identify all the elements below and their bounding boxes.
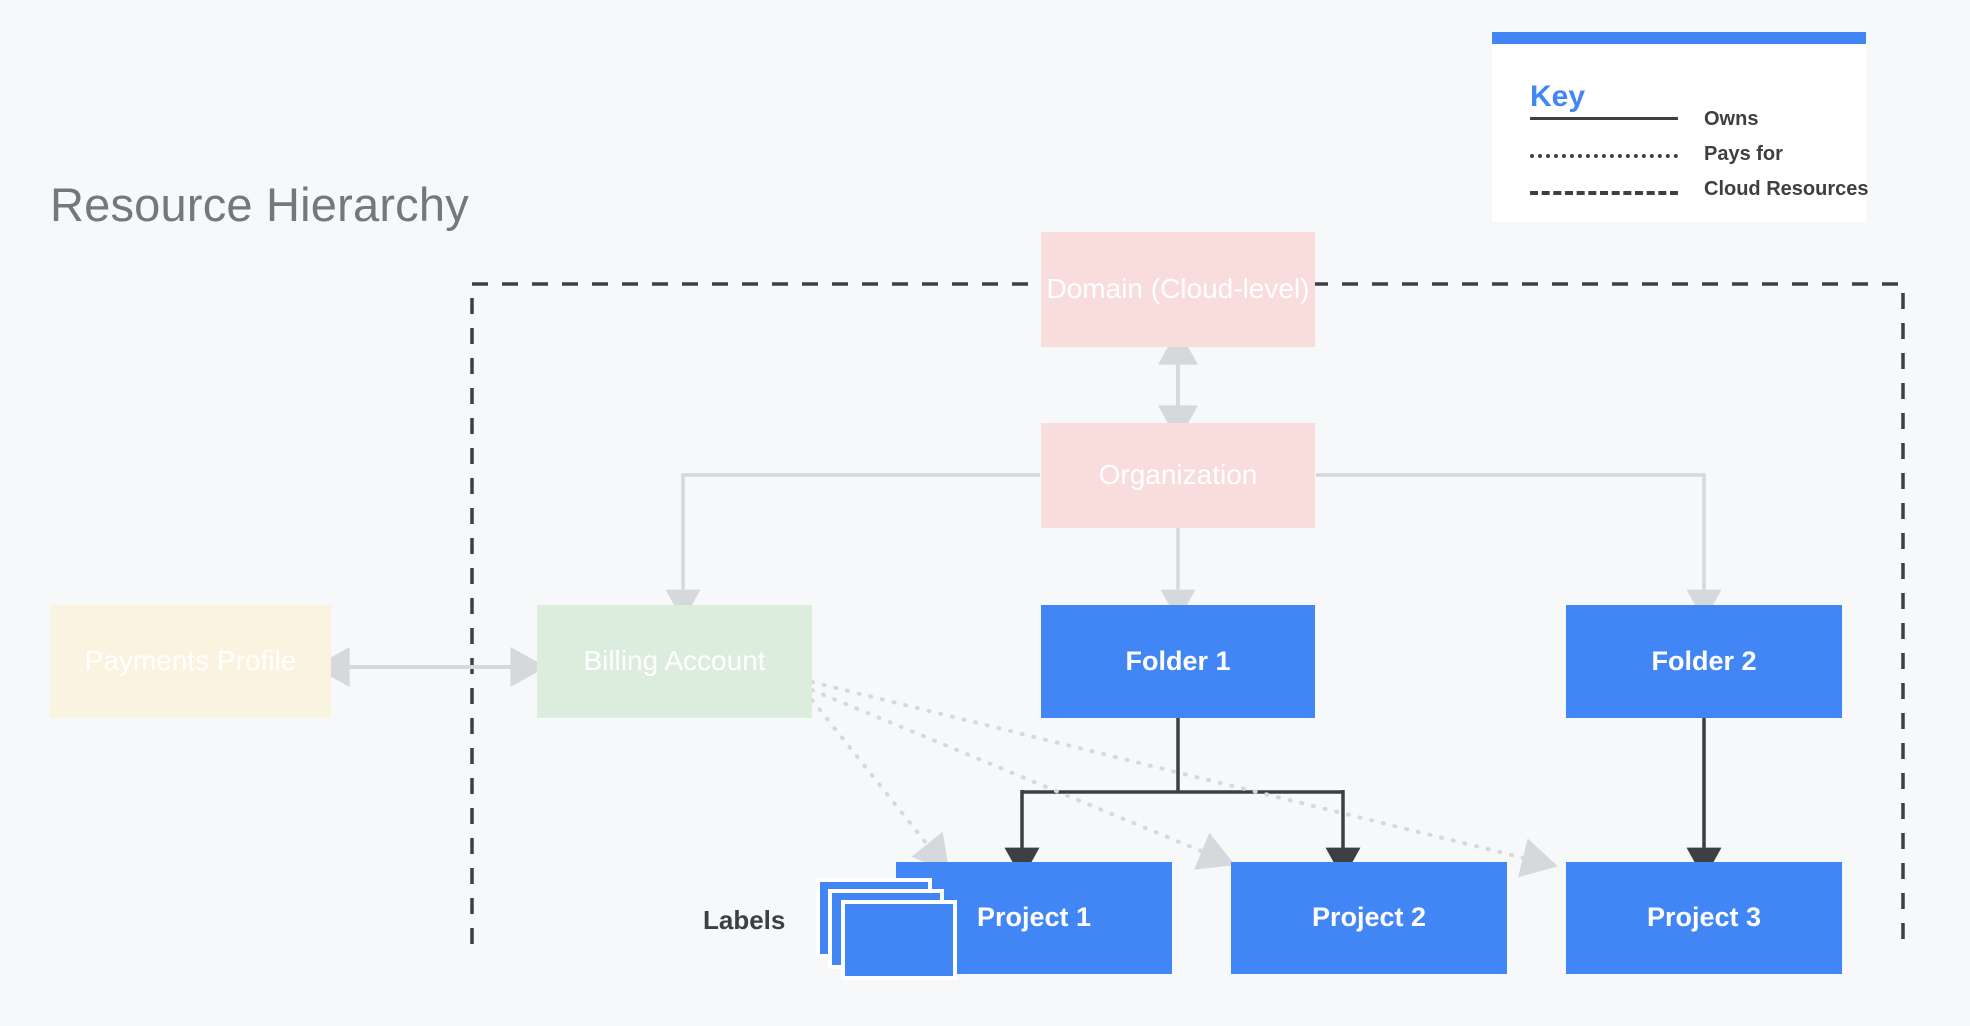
legend-sample-owns — [1530, 117, 1678, 120]
node-payments-profile-label: Payments Profile — [84, 645, 297, 677]
node-folder-1-label: Folder 1 — [1125, 645, 1231, 676]
node-project-2-label: Project 2 — [1311, 902, 1427, 933]
legend-heading: Key — [1530, 80, 1586, 113]
node-folder-2-label: Folder 2 — [1651, 645, 1757, 676]
legend-panel: Key Owns Pays for Cloud Resources — [1492, 32, 1868, 222]
node-domain-label: Domain (Cloud-level) — [1046, 273, 1310, 305]
edge-organization-folder2 — [1316, 473, 1722, 622]
legend-sample-pays-for — [1530, 154, 1678, 158]
edge-billing-project1 — [810, 698, 950, 873]
edge-organization-billing — [665, 473, 1040, 622]
edge-folder1-projects — [1004, 718, 1361, 880]
node-domain[interactable]: Domain (Cloud-level) — [1041, 232, 1315, 347]
page-title: Resource Hierarchy — [50, 178, 469, 231]
node-billing-account-label: Billing Account — [583, 645, 766, 677]
labels-stack-icon[interactable] — [816, 878, 957, 988]
node-project-3-label: Project 3 — [1646, 902, 1762, 933]
legend-label-pays-for: Pays for — [1704, 143, 1783, 165]
node-organization[interactable]: Organization — [1041, 423, 1315, 528]
node-payments-profile[interactable]: Payments Profile — [50, 605, 331, 718]
labels-annotation-text: Labels — [703, 905, 786, 935]
node-project-3[interactable]: Project 3 — [1566, 862, 1842, 974]
node-billing-account[interactable]: Billing Account — [537, 605, 812, 718]
node-folder-1[interactable]: Folder 1 — [1041, 605, 1315, 718]
legend-label-owns: Owns — [1704, 108, 1759, 130]
legend-label-cloud-resources: Cloud Resources — [1704, 178, 1869, 200]
node-project-1-label: Project 1 — [976, 902, 1092, 933]
legend-accent-bar — [1492, 32, 1866, 44]
label-card-front — [841, 900, 957, 980]
node-organization-label: Organization — [1098, 459, 1258, 491]
node-project-2[interactable]: Project 2 — [1231, 862, 1507, 974]
legend-sample-cloud-resources — [1530, 191, 1678, 195]
node-folder-2[interactable]: Folder 2 — [1566, 605, 1842, 718]
